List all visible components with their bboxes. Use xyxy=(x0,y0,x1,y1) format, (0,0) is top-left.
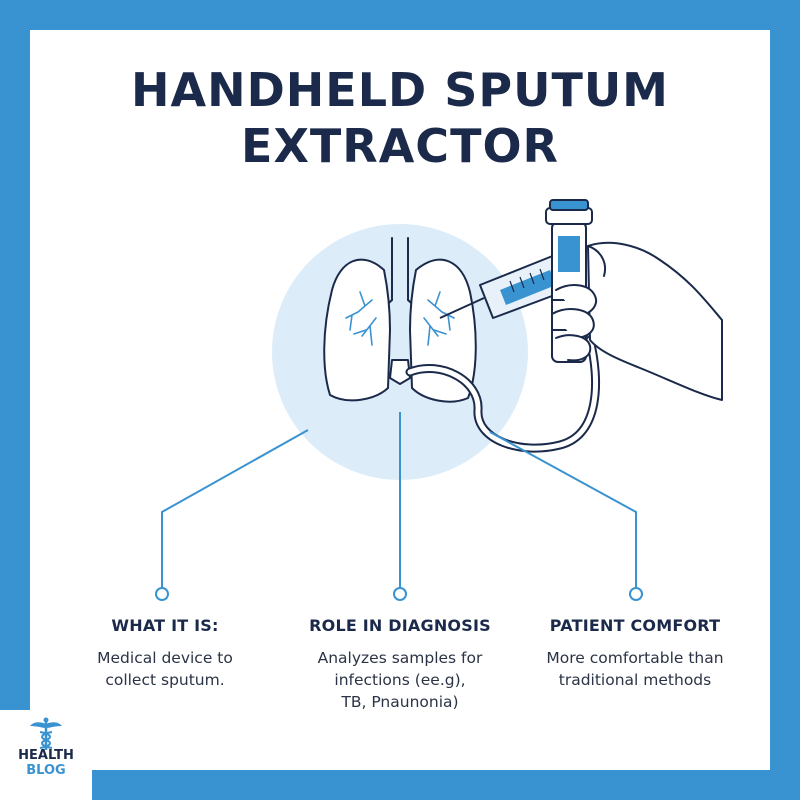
connector-dot-2 xyxy=(393,587,407,601)
connector-dot-1 xyxy=(155,587,169,601)
brand-logo-text: HEALTH BLOG xyxy=(0,748,92,778)
section-line: TB, Pnaunonia) xyxy=(341,693,459,711)
section-heading: ROLE IN DIAGNOSIS xyxy=(309,616,491,635)
collection-tube xyxy=(405,335,601,453)
title-line-2: EXTRACTOR xyxy=(241,119,559,173)
section-line: Medical device to xyxy=(97,649,233,667)
lungs-icon xyxy=(323,237,477,403)
section-heading: WHAT IT IS: xyxy=(111,616,219,635)
connector-dot-3 xyxy=(629,587,643,601)
connector-lines xyxy=(155,412,643,601)
logo-line-2: BLOG xyxy=(26,763,66,778)
caduceus-icon xyxy=(30,717,62,750)
page-title: HANDHELD SPUTUM EXTRACTOR xyxy=(0,62,800,174)
section-what-it-is: WHAT IT IS: Medical device to collect sp… xyxy=(50,616,280,691)
section-patient-comfort: PATIENT COMFORT More comfortable than tr… xyxy=(520,616,750,691)
section-line: collect sputum. xyxy=(105,671,225,689)
section-line: traditional methods xyxy=(558,671,712,689)
section-role-in-diagnosis: ROLE IN DIAGNOSIS Analyzes samples for i… xyxy=(285,616,515,713)
title-line-1: HANDHELD SPUTUM xyxy=(131,63,669,117)
brand-logo xyxy=(0,710,92,800)
section-line: Analyzes samples for xyxy=(317,649,483,667)
logo-line-1: HEALTH xyxy=(18,748,74,763)
section-line: infections (ee.g), xyxy=(334,671,466,689)
hand-icon xyxy=(551,241,723,401)
section-text: Medical device to collect sputum. xyxy=(50,647,280,691)
section-line: More comfortable than xyxy=(546,649,724,667)
section-text: More comfortable than traditional method… xyxy=(520,647,750,691)
section-text: Analyzes samples for infections (ee.g), … xyxy=(285,647,515,713)
section-heading: PATIENT COMFORT xyxy=(549,616,721,635)
